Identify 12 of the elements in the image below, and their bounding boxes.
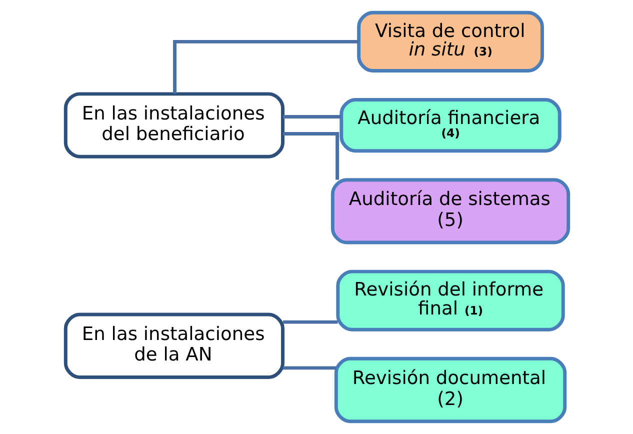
node-box: Revisión del informe final (1) xyxy=(336,270,564,332)
connector xyxy=(282,366,336,370)
node-box: Auditoría de sistemas (5) xyxy=(330,178,570,244)
node-box: En las instalaciones del beneficiario xyxy=(63,92,284,158)
connector xyxy=(282,132,339,180)
node-box: Visita de control in situ (3) xyxy=(356,10,544,72)
connector xyxy=(172,40,358,94)
node-box: Auditoría financiera (4) xyxy=(339,98,561,153)
connector xyxy=(282,320,338,324)
node-box: En las instalaciones de la AN xyxy=(63,312,284,379)
connector xyxy=(282,115,341,119)
node-box: Revisión documental (2) xyxy=(334,356,566,424)
